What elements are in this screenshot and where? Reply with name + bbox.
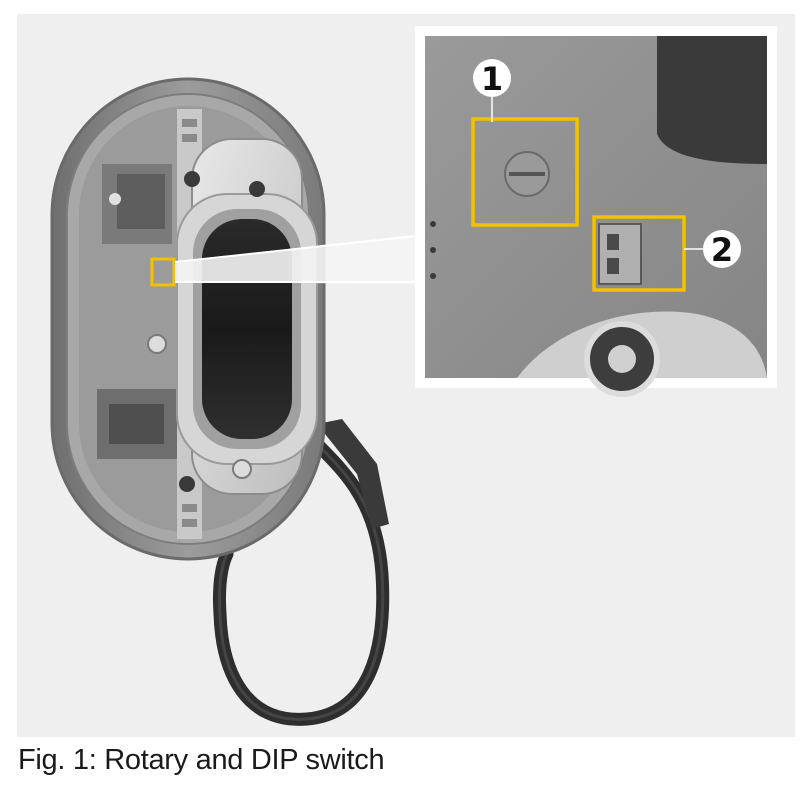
zoom-inset: 1 2 (415, 26, 777, 397)
dip-switch (598, 223, 642, 285)
switch-location-marker (150, 257, 176, 287)
callout-1-badge (473, 59, 511, 97)
figure-caption: Fig. 1: Rotary and DIP switch (18, 744, 385, 776)
figure-photo: 1 2 (17, 14, 795, 737)
callout-1-number: 1 (481, 60, 503, 98)
callout-1-box (471, 117, 579, 227)
charging-cable (213, 419, 390, 726)
inset-leader (174, 234, 418, 284)
callout-2-box (592, 215, 686, 292)
callout-2-number: 2 (711, 231, 733, 269)
callout-2-badge (703, 230, 741, 268)
